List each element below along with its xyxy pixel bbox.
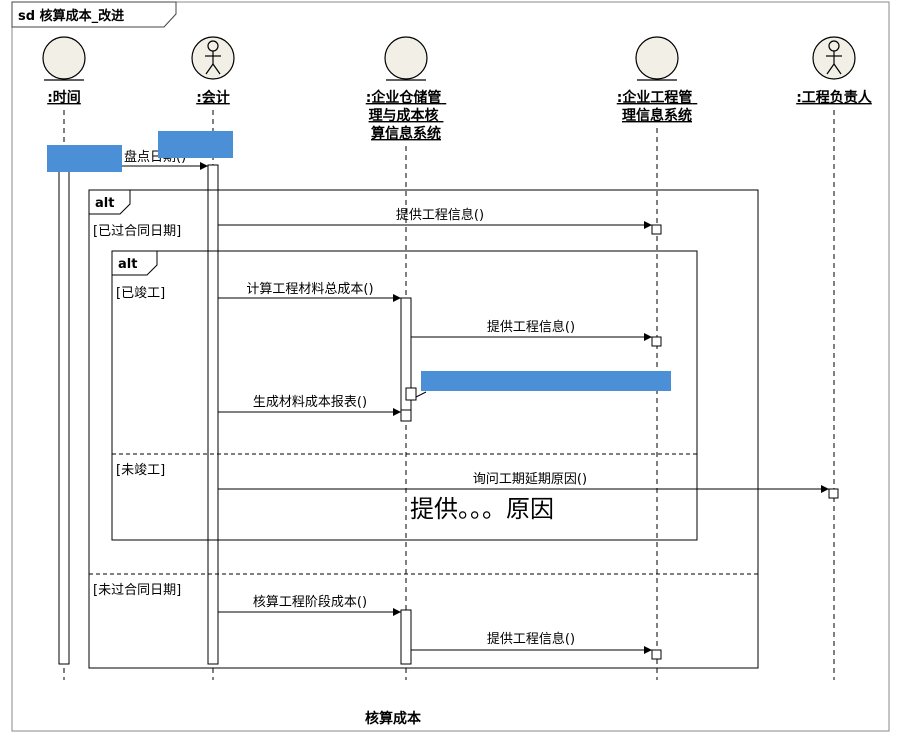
message-m5[interactable]: 生成材料成本报表() [218, 395, 401, 416]
diagram-caption: 核算成本 [365, 710, 422, 727]
actor-figure-icon [826, 40, 842, 75]
entity-icon [384, 36, 428, 80]
message-m9-receiver [651, 649, 662, 660]
message-m8-label: 核算工程阶段成本() [253, 595, 367, 610]
redaction-block [158, 131, 233, 158]
activation-bars [58, 159, 417, 665]
lifeline-warehouse-label: :企业仓储管 理与成本核 算信息系统 [366, 89, 446, 142]
message-m4[interactable]: 提供工程信息() [411, 319, 662, 347]
lifeline-time[interactable]: :时间 [42, 36, 86, 106]
frame-title-tab [11, 1, 177, 28]
fragment-inner-guard-2: [未竣工] [116, 463, 165, 478]
message-m9-label: 提供工程信息() [487, 631, 575, 647]
fragment-inner-tab [111, 250, 158, 276]
message-m2-receiver [651, 224, 662, 235]
activation-accountant [207, 164, 219, 665]
activation-warehouse-2 [400, 409, 412, 422]
message-m6[interactable]: 询问工期延期原因() [218, 472, 839, 499]
message-m3-label: 计算工程材料总成本() [246, 282, 373, 297]
fragment-outer-keyword: alt [95, 196, 114, 211]
entity-icon [42, 36, 86, 80]
message-m7-label: 提供。。。原因 [410, 495, 554, 523]
message-m8[interactable]: 核算工程阶段成本() [218, 595, 401, 616]
redaction-block [47, 145, 122, 172]
fragment-inner-keyword: alt [118, 257, 137, 272]
message-m6-receiver [828, 488, 839, 499]
actor-figure-icon [205, 40, 221, 75]
message-m3[interactable]: 计算工程材料总成本() [218, 282, 401, 302]
fragment-outer-alt[interactable]: alt [已过合同日期] [未过合同日期] [88, 189, 759, 669]
lifeline-accountant-label: :会计 [196, 89, 230, 106]
lifeline-time-label: :时间 [47, 89, 81, 106]
message-m6-label: 询问工期延期原因() [473, 472, 587, 487]
fragment-outer-guard-1: [已过合同日期] [93, 224, 181, 239]
lifeline-manager-label: :工程负责人 [796, 89, 873, 106]
fragment-inner-guard-1: [已竣工] [116, 286, 165, 301]
message-m9[interactable]: 提供工程信息() [411, 631, 662, 660]
redaction-block [421, 371, 671, 391]
message-self-call[interactable] [415, 391, 427, 398]
lifeline-accountant[interactable]: :会计 [191, 36, 235, 106]
message-m5-label: 生成材料成本报表() [253, 395, 367, 410]
message-m2[interactable]: 提供工程信息() [218, 207, 662, 235]
fragment-outer-guard-2: [未过合同日期] [93, 583, 181, 598]
fragment-inner-alt[interactable]: alt [已竣工] [未竣工] [111, 250, 698, 541]
entity-icon [635, 36, 679, 80]
lifeline-warehouse[interactable]: :企业仓储管 理与成本核 算信息系统 [366, 36, 446, 142]
lifeline-manager[interactable]: :工程负责人 [796, 36, 873, 106]
fragment-outer-tab [88, 189, 131, 215]
message-m4-label: 提供工程信息() [487, 319, 575, 335]
lifeline-engineering[interactable]: :企业工程管 理信息系统 [617, 36, 697, 124]
activation-time [58, 159, 70, 665]
redaction-blocks [47, 131, 671, 391]
frame-title: sd 核算成本_改进 [18, 8, 124, 24]
activation-warehouse-self [405, 387, 417, 401]
activation-warehouse-3 [400, 609, 412, 665]
message-m4-receiver [651, 336, 662, 347]
diagram-frame [11, 1, 890, 732]
lifeline-engineering-label: :企业工程管 理信息系统 [617, 89, 697, 124]
message-m2-label: 提供工程信息() [396, 207, 484, 223]
